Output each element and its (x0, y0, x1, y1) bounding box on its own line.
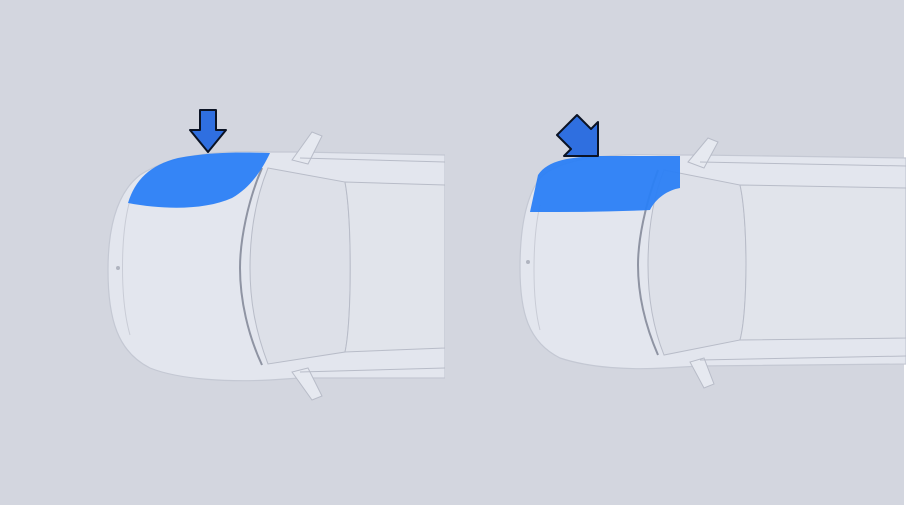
diagonal-arrow-icon (557, 115, 598, 156)
left-panel (108, 110, 445, 400)
windshield (648, 170, 746, 355)
roof (740, 185, 906, 340)
emblem (116, 266, 120, 270)
windshield (250, 168, 350, 364)
down-arrow-icon (190, 110, 226, 152)
roof (345, 182, 445, 352)
emblem (526, 260, 530, 264)
right-panel (520, 115, 906, 388)
